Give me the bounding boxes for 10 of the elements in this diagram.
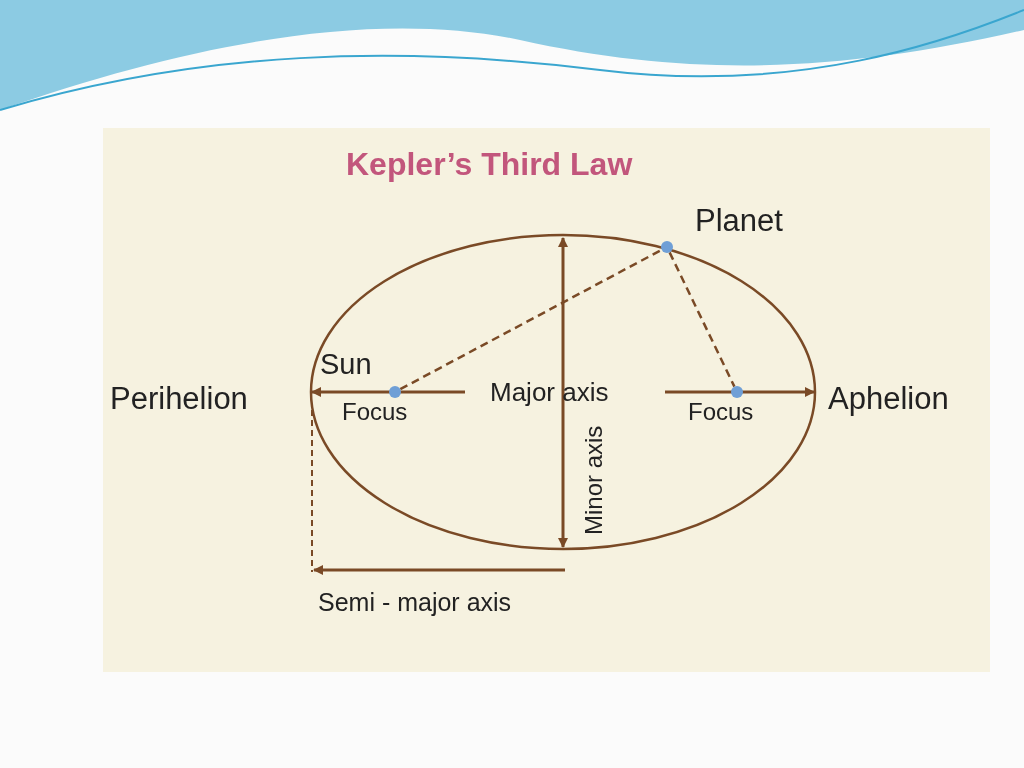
diagram-label: Semi - major axis (318, 590, 512, 615)
point-label: Planet (695, 205, 783, 236)
point-label: Focus (342, 400, 408, 424)
diagram-label: Aphelion (828, 383, 949, 414)
diagram-label: Perihelion (110, 383, 248, 414)
dashed-line (399, 248, 663, 391)
point-label: Focus (688, 400, 754, 424)
diagram-title: Kepler’s Third Law (346, 148, 633, 180)
point-label: Sun (320, 350, 372, 379)
dashed-line (668, 251, 736, 388)
